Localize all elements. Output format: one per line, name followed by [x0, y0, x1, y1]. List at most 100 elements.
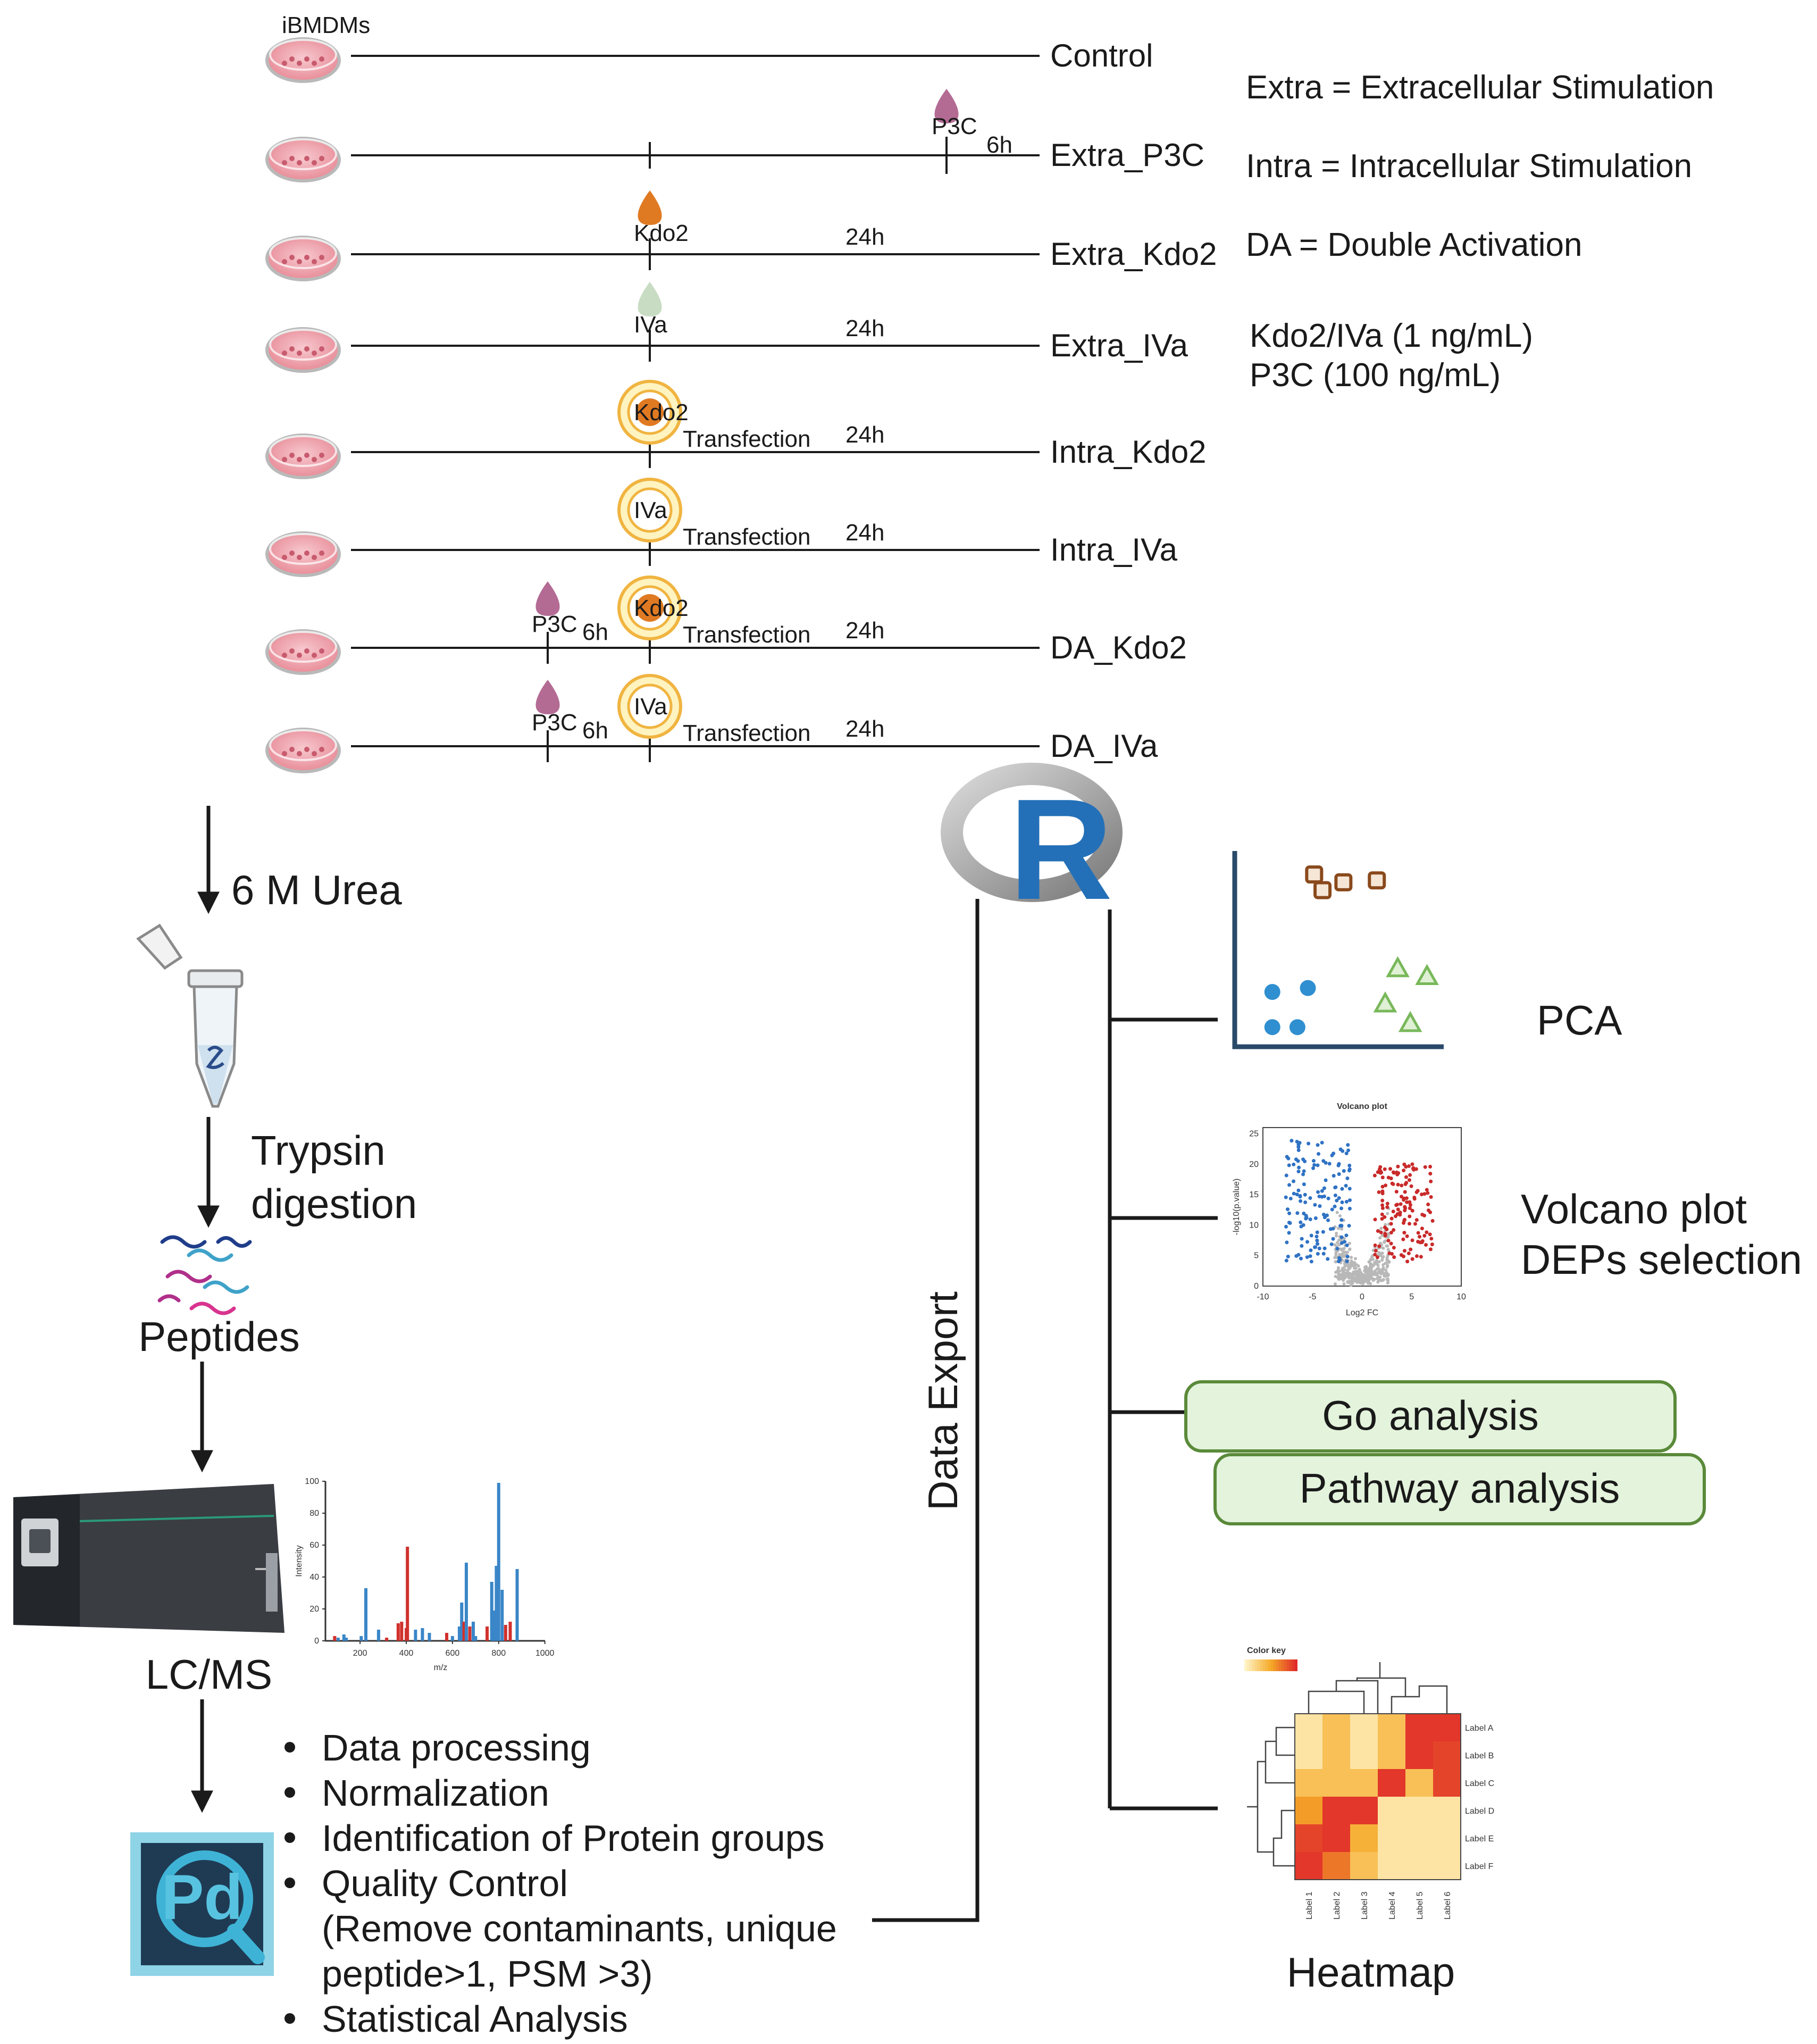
color-key-swatch	[1263, 1659, 1266, 1671]
volcano-point	[1353, 1261, 1357, 1265]
dendrogram-branch	[1265, 1740, 1295, 1784]
x-tick-label: 10	[1456, 1292, 1466, 1302]
volcano-point	[1284, 1224, 1288, 1229]
volcano-point	[1383, 1167, 1387, 1171]
pd-icon-text: Pd	[161, 1862, 242, 1933]
p3c-drop-icon	[934, 89, 959, 123]
volcano-point	[1394, 1214, 1398, 1219]
color-key-swatch	[1266, 1659, 1268, 1671]
volcano-point	[1384, 1268, 1388, 1272]
volcano-point	[1385, 1256, 1389, 1259]
heatmap-col-label: Label 4	[1388, 1891, 1397, 1920]
spectrum-peak	[406, 1547, 409, 1641]
heatmap-cell	[1378, 1741, 1405, 1769]
spectrum-peak	[414, 1630, 417, 1641]
volcano-point	[1352, 1270, 1355, 1274]
volcano-point	[1430, 1219, 1435, 1223]
volcano-point	[1284, 1195, 1288, 1199]
volcano-point	[1406, 1251, 1411, 1255]
volcano-point	[1428, 1232, 1432, 1237]
volcano-point	[1331, 1227, 1335, 1231]
heatmap-cell	[1350, 1714, 1378, 1741]
volcano-point	[1295, 1211, 1300, 1215]
legend-intra: Intra = Intracellular Stimulation	[1246, 148, 1692, 185]
volcano-point	[1354, 1275, 1358, 1279]
volcano-point	[1380, 1175, 1385, 1180]
volcano-point	[1377, 1260, 1381, 1264]
heatmap-cell	[1433, 1797, 1461, 1824]
y-tick-label: 25	[1249, 1129, 1259, 1138]
legend: Extra = Extracellular Stimulation Intra …	[1246, 69, 1714, 394]
volcano-point	[1334, 1274, 1337, 1278]
volcano-point	[1296, 1170, 1301, 1174]
petri-dish-icon	[265, 327, 341, 373]
condition-label: Extra_P3C	[1050, 137, 1204, 173]
volcano-point	[1371, 1257, 1375, 1261]
y-tick-label: 20	[1249, 1160, 1259, 1169]
legend-da: DA = Double Activation	[1246, 227, 1582, 263]
volcano-point	[1351, 1281, 1354, 1285]
spectrum-peak	[462, 1622, 466, 1641]
volcano-point	[1335, 1249, 1339, 1253]
spectrum-peak	[492, 1611, 496, 1641]
volcano-point	[1410, 1257, 1414, 1261]
volcano-point	[1385, 1265, 1389, 1269]
heatmap-cell	[1350, 1824, 1378, 1852]
volcano-point	[1408, 1173, 1412, 1177]
spectrum-peak	[464, 1563, 468, 1641]
volcano-point	[1407, 1178, 1411, 1182]
volcano-point	[1334, 1260, 1338, 1264]
volcano-point	[1410, 1162, 1414, 1166]
volcano-point	[1413, 1222, 1417, 1226]
heatmap-row-label: Label A	[1465, 1724, 1494, 1733]
heatmap-row-label: Label F	[1465, 1862, 1494, 1871]
volcano-point	[1424, 1243, 1428, 1247]
legend-extra: Extra = Extracellular Stimulation	[1246, 69, 1714, 106]
spectrum-peak	[364, 1588, 368, 1641]
volcano-point	[1316, 1190, 1320, 1194]
color-key-swatch	[1268, 1659, 1271, 1671]
volcano-point	[1345, 1243, 1349, 1247]
volcano-point	[1402, 1197, 1406, 1201]
pca-point	[1368, 871, 1386, 890]
color-key-label: Color key	[1247, 1646, 1286, 1655]
volcano-point	[1337, 1227, 1341, 1230]
color-key-swatch	[1287, 1659, 1290, 1671]
volcano-point	[1399, 1202, 1403, 1206]
volcano-point	[1344, 1152, 1349, 1156]
spectrum-peak	[490, 1582, 493, 1641]
volcano-point	[1302, 1182, 1306, 1187]
volcano-point	[1344, 1274, 1348, 1278]
volcano-point	[1346, 1270, 1350, 1274]
heatmap-cell	[1295, 1769, 1322, 1797]
volcano-point	[1301, 1223, 1305, 1227]
spectrum-peak	[333, 1636, 337, 1641]
volcano-point	[1414, 1254, 1419, 1258]
volcano-point	[1430, 1242, 1434, 1247]
stimulus-label: Kdo2	[634, 595, 689, 621]
volcano-point	[1373, 1217, 1377, 1222]
volcano-point	[1302, 1169, 1306, 1173]
y-tick-label: 100	[305, 1477, 319, 1486]
kdo2-drop-icon	[638, 190, 662, 225]
volcano-point	[1299, 1199, 1303, 1203]
volcano-point	[1316, 1143, 1320, 1147]
volcano-point	[1342, 1272, 1345, 1276]
volcano-point	[1425, 1188, 1429, 1192]
tube-icon	[136, 923, 244, 1108]
heatmap-cell	[1433, 1741, 1461, 1769]
heatmap-cell	[1322, 1714, 1350, 1741]
volcano-point	[1378, 1271, 1381, 1274]
heatmap-cell	[1295, 1824, 1322, 1852]
volcano-point	[1386, 1277, 1389, 1281]
condition-label: Extra_IVa	[1050, 328, 1188, 363]
step-quality-control: Quality Control	[322, 1863, 568, 1904]
y-tick-label: 40	[309, 1573, 319, 1582]
volcano-point	[1378, 1236, 1382, 1240]
volcano-point	[1336, 1269, 1340, 1272]
volcano-point	[1347, 1224, 1351, 1228]
